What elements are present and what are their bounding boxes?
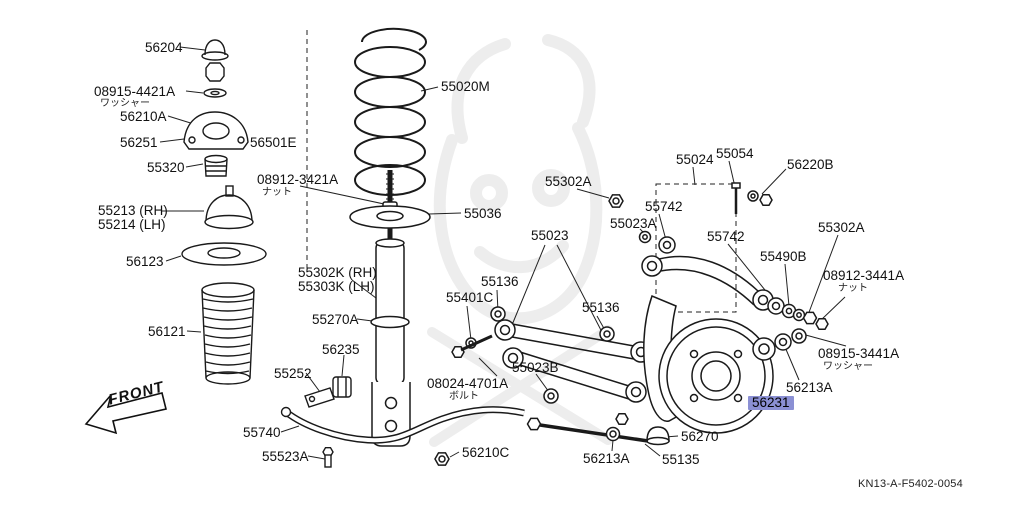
- part-label-55036: 55036: [464, 206, 502, 221]
- part-label-08915-4421A: 08915-4421A: [94, 84, 176, 99]
- construction-lines: [306, 30, 737, 313]
- part-label-55023: 55023: [531, 228, 569, 243]
- part-label-55401C: 55401C: [446, 290, 494, 305]
- part-label-55136-a: 55136: [481, 274, 519, 289]
- strut: [349, 170, 431, 447]
- part-label-55135: 55135: [662, 452, 700, 467]
- part-sublabel-nut-1: ナット: [262, 187, 292, 198]
- part-label-55023A: 55023A: [610, 216, 657, 231]
- part-label-55023B: 55023B: [512, 360, 559, 375]
- stabilizer-hardware: [304, 376, 352, 468]
- part-label-56251: 56251: [120, 135, 158, 150]
- part-sublabel-washer-2: ワッシャー: [823, 361, 873, 372]
- part-label-56235: 56235: [322, 342, 360, 357]
- rear-hub-drum: [434, 295, 807, 466]
- stabilizer-bar: [280, 406, 525, 444]
- part-label-55302K-rh: 55302K (RH): [298, 265, 377, 280]
- part-sublabel-washer-1: ワッシャー: [100, 98, 150, 109]
- part-label-55024: 55024: [676, 152, 714, 167]
- part-label-56210A: 56210A: [120, 109, 167, 124]
- part-label-56213A-b: 56213A: [583, 451, 630, 466]
- part-label-55740: 55740: [243, 425, 281, 440]
- part-label-55490B: 55490B: [760, 249, 807, 264]
- part-label-56210C: 56210C: [462, 445, 510, 460]
- part-label-55270A: 55270A: [312, 312, 359, 327]
- part-label-56204: 56204: [145, 40, 183, 55]
- part-label-55054: 55054: [716, 146, 754, 161]
- strut-collar: [370, 315, 410, 329]
- part-label-08024-4701A: 08024-4701A: [427, 376, 509, 391]
- part-label-55020M: 55020M: [441, 79, 490, 94]
- part-label-08915-3441A: 08915-3441A: [818, 346, 900, 361]
- part-label-56270: 56270: [681, 429, 719, 444]
- part-label-56121: 56121: [148, 324, 186, 339]
- front-arrow-icon: [84, 392, 167, 435]
- part-sublabel-bolt-1: ボルト: [449, 391, 479, 402]
- part-label-56501E: 56501E: [250, 135, 297, 150]
- arm-end-nut: [802, 311, 818, 325]
- part-label-55742-b: 55742: [707, 229, 745, 244]
- cap-part: [201, 51, 229, 61]
- part-label-55136-b: 55136: [582, 300, 620, 315]
- part-label-55252: 55252: [274, 366, 312, 381]
- part-label-55214-lh: 55214 (LH): [98, 217, 166, 232]
- part-label-08912-3421A: 08912-3421A: [257, 172, 339, 187]
- part-label-55320: 55320: [147, 160, 185, 175]
- arm-end-nut-2: [815, 318, 829, 330]
- part-label-56231[interactable]: 56231: [748, 395, 794, 411]
- watermark-emblem: [427, 34, 613, 447]
- part-label-08912-3441A: 08912-3441A: [823, 268, 905, 283]
- part-label-55303K-lh: 55303K (LH): [298, 279, 375, 294]
- part-label-55213-rh: 55213 (RH): [98, 203, 168, 218]
- mount-stud: [225, 185, 234, 197]
- stabilizer-bracket: [304, 387, 335, 408]
- part-sublabel-nut-2: ナット: [838, 283, 868, 294]
- part-label-55742-a: 55742: [645, 199, 683, 214]
- part-label-56220B: 56220B: [787, 157, 834, 172]
- part-label-56123: 56123: [126, 254, 164, 269]
- part-label-55302A-a: 55302A: [545, 174, 592, 189]
- part-label-55523A: 55523A: [262, 449, 309, 464]
- part-label-56213A-a: 56213A: [786, 380, 833, 395]
- nut-part: [205, 62, 225, 82]
- stud-nut: [759, 194, 773, 206]
- strut-mount-parts: [181, 39, 267, 385]
- drawing-code: KN13-A-F5402-0054: [858, 478, 963, 490]
- upper-arm: [608, 182, 829, 330]
- mount-dome: [205, 194, 253, 223]
- part-label-55302A-b: 55302A: [818, 220, 865, 235]
